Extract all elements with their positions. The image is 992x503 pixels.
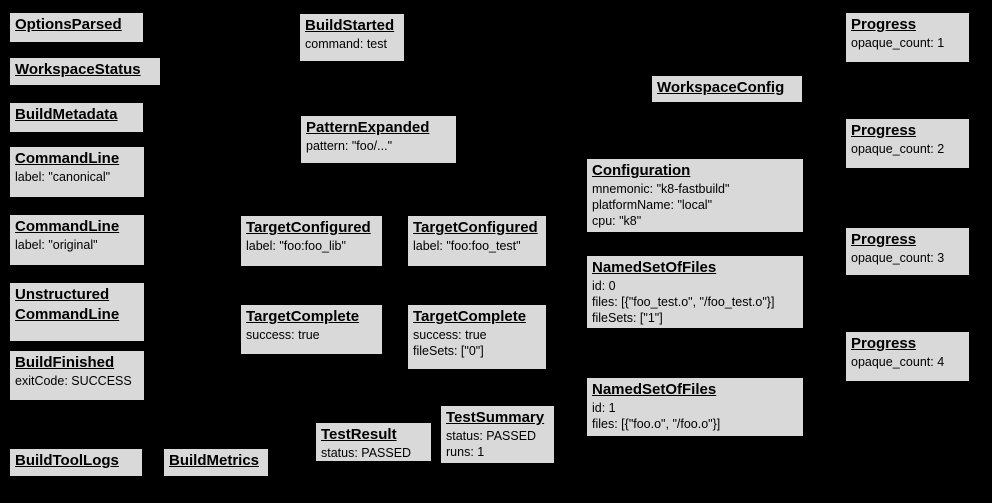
event-field: fileSets: ["1"] bbox=[592, 311, 663, 325]
event-field: opaque_count: 4 bbox=[851, 355, 945, 369]
event-title: PatternExpanded bbox=[306, 119, 430, 136]
event-field: files: [{"foo.o", "/foo.o"}] bbox=[592, 417, 721, 431]
node-build-finished: BuildFinished exitCode: SUCCESS bbox=[9, 350, 145, 401]
event-title: OptionsParsed bbox=[15, 16, 122, 33]
event-title: Progress bbox=[851, 122, 917, 139]
event-title: TestResult bbox=[321, 426, 397, 443]
node-build-started: BuildStarted command: test bbox=[299, 13, 405, 62]
event-title: BuildFinished bbox=[15, 354, 115, 371]
event-field: status: PASSED bbox=[446, 429, 537, 443]
node-target-configured-foo-test: TargetConfigured label: "foo:foo_test" bbox=[407, 215, 547, 267]
event-title: BuildMetrics bbox=[169, 452, 260, 469]
event-field: opaque_count: 1 bbox=[851, 36, 945, 50]
event-title: Progress bbox=[851, 335, 917, 352]
node-build-tool-logs: BuildToolLogs bbox=[9, 448, 143, 477]
node-unstructured-command-line: Unstructured CommandLine bbox=[9, 282, 145, 342]
node-command-line-original: CommandLine label: "original" bbox=[9, 214, 145, 266]
event-field: runs: 1 bbox=[446, 445, 485, 459]
event-field: label: "foo:foo_test" bbox=[413, 239, 521, 253]
event-field: id: 0 bbox=[592, 279, 616, 293]
event-field: opaque_count: 2 bbox=[851, 142, 945, 156]
event-field: fileSets: ["0"] bbox=[413, 344, 484, 358]
node-pattern-expanded: PatternExpanded pattern: "foo/..." bbox=[300, 115, 457, 164]
event-field: files: [{"foo_test.o", "/foo_test.o"}] bbox=[592, 295, 775, 309]
event-title: BuildStarted bbox=[305, 17, 395, 34]
event-title: Configuration bbox=[592, 162, 691, 179]
event-field: platformName: "local" bbox=[592, 198, 713, 212]
event-field: label: "foo:foo_lib" bbox=[246, 239, 346, 253]
event-field: command: test bbox=[305, 37, 387, 51]
event-title: WorkspaceConfig bbox=[657, 79, 785, 96]
event-field: status: PASSED bbox=[321, 446, 412, 460]
event-title: TargetConfigured bbox=[246, 219, 371, 236]
event-title: NamedSetOfFiles bbox=[592, 381, 717, 398]
event-title: BuildMetadata bbox=[15, 106, 118, 123]
event-title: Progress bbox=[851, 16, 917, 33]
event-field: id: 1 bbox=[592, 401, 616, 415]
event-field: label: "canonical" bbox=[15, 170, 111, 184]
event-title: NamedSetOfFiles bbox=[592, 259, 717, 276]
event-field: opaque_count: 3 bbox=[851, 251, 945, 265]
node-target-complete-lib: TargetComplete success: true bbox=[240, 304, 383, 355]
node-options-parsed: OptionsParsed bbox=[9, 12, 144, 43]
node-target-complete-test: TargetComplete success: true fileSets: ["… bbox=[407, 304, 547, 370]
node-command-line-canonical: CommandLine label: "canonical" bbox=[9, 146, 145, 198]
event-field: mnemonic: "k8-fastbuild" bbox=[592, 182, 730, 196]
event-field: success: true bbox=[246, 328, 320, 342]
event-field: pattern: "foo/..." bbox=[306, 139, 393, 153]
node-workspace-status: WorkspaceStatus bbox=[9, 57, 161, 86]
event-title: CommandLine bbox=[15, 218, 120, 235]
node-named-set-of-files-0: NamedSetOfFiles id: 0 files: [{"foo_test.… bbox=[586, 255, 804, 329]
node-build-metrics: BuildMetrics bbox=[163, 448, 269, 477]
node-configuration: Configuration mnemonic: "k8-fastbuild" pl… bbox=[586, 158, 804, 233]
event-field: exitCode: SUCCESS bbox=[15, 374, 132, 388]
node-progress-4: Progress opaque_count: 4 bbox=[845, 331, 970, 382]
event-title: TargetComplete bbox=[246, 308, 360, 325]
event-title: Progress bbox=[851, 231, 917, 248]
event-title: WorkspaceStatus bbox=[15, 61, 141, 78]
event-title: TestSummary bbox=[446, 409, 545, 426]
node-progress-2: Progress opaque_count: 2 bbox=[845, 118, 970, 169]
node-target-configured-foo-lib: TargetConfigured label: "foo:foo_lib" bbox=[240, 215, 383, 267]
node-workspace-config: WorkspaceConfig bbox=[651, 75, 803, 103]
node-progress-3: Progress opaque_count: 3 bbox=[845, 227, 970, 276]
event-title: BuildToolLogs bbox=[15, 452, 119, 469]
event-field: success: true bbox=[413, 328, 487, 342]
event-field: cpu: "k8" bbox=[592, 214, 642, 228]
event-title: TargetComplete bbox=[413, 308, 527, 325]
node-progress-1: Progress opaque_count: 1 bbox=[845, 12, 970, 63]
node-test-summary: TestSummary status: PASSED runs: 1 bbox=[440, 405, 555, 464]
node-named-set-of-files-1: NamedSetOfFiles id: 1 files: [{"foo.o", "… bbox=[586, 377, 804, 437]
node-test-result: TestResult status: PASSED bbox=[315, 422, 432, 462]
event-title: CommandLine bbox=[15, 150, 120, 167]
node-build-metadata: BuildMetadata bbox=[9, 102, 144, 133]
event-title: Unstructured CommandLine bbox=[15, 286, 120, 323]
event-title: TargetConfigured bbox=[413, 219, 538, 236]
event-field: label: "original" bbox=[15, 238, 98, 252]
